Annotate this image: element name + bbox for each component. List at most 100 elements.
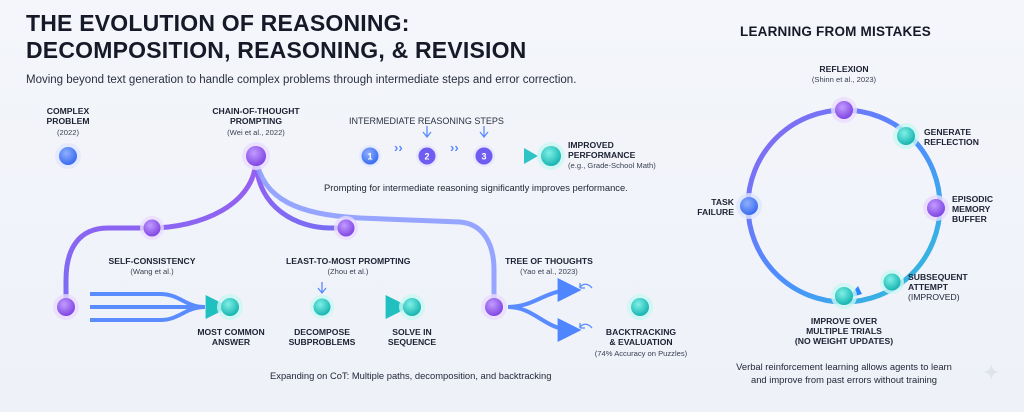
cot-line-1: CHAIN-OF-THOUGHT [212, 106, 300, 116]
reflexion-cite: (Shinn et al., 2023) [811, 75, 877, 84]
node-step-2: 2 [416, 145, 438, 167]
cot-cite: (Wei et al., 2022) [227, 128, 285, 137]
most-common-line-1: MOST COMMON [197, 327, 265, 337]
chevron-icon: ›› [394, 140, 403, 155]
cot-label: CHAIN-OF-THOUGHT PROMPTING [206, 106, 306, 126]
improve-line-3: (NO WEIGHT UPDATES) [794, 336, 894, 346]
node-step-1: 1 [359, 145, 381, 167]
node-task-failure [736, 193, 762, 219]
most-common-label: MOST COMMON ANSWER [186, 327, 276, 347]
title-line-1: THE EVOLUTION OF REASONING: [26, 10, 410, 36]
complex-problem-cite: (2022) [57, 128, 79, 137]
subsequent-line-3: (IMPROVED) [908, 292, 960, 302]
tot-lower-branch [507, 305, 582, 342]
node-subsequent-attempt [880, 270, 904, 294]
node-backtracking [627, 294, 653, 320]
step-1-number: 1 [367, 152, 372, 162]
backtracking-cite: (74% Accuracy on Puzzles) [594, 349, 688, 358]
down-arrow-icon [479, 126, 489, 139]
node-most-common-answer [217, 294, 243, 320]
node-self-consistency-start [53, 294, 79, 320]
self-consistency-cite: (Wang et al.) [130, 267, 174, 276]
node-least-to-most [334, 216, 358, 240]
solve-label: SOLVE IN SEQUENCE [376, 327, 448, 347]
backtracking-line-1: BACKTRACKING [605, 327, 677, 337]
backtracking-line-2: & EVALUATION [609, 337, 673, 347]
down-arrow-icon [317, 282, 327, 295]
chevron-icon: ›› [450, 140, 459, 155]
subsequent-line-1: SUBSEQUENT [908, 272, 968, 282]
branch-to-least-to-most [253, 155, 349, 231]
node-chain-of-thought [242, 142, 270, 170]
generate-line-1: GENERATE [924, 127, 972, 137]
node-complex-problem [55, 143, 81, 169]
episodic-line-3: BUFFER [952, 214, 987, 224]
branch-to-tree-of-thoughts [253, 155, 497, 308]
node-self-consistency [140, 216, 164, 240]
improve-line-1: IMPROVE OVER [810, 316, 878, 326]
page-title: THE EVOLUTION OF REASONING: DECOMPOSITIO… [26, 10, 526, 64]
complex-problem-label: COMPLEX PROBLEM [40, 106, 96, 126]
subsequent-attempt-label: SUBSEQUENT ATTEMPT (IMPROVED) [908, 272, 968, 302]
complex-problem-line-1: COMPLEX [46, 106, 90, 116]
fan-line [90, 305, 206, 322]
title-line-2: DECOMPOSITION, REASONING, & REVISION [26, 37, 527, 63]
improved-line-1: IMPROVED [568, 140, 614, 150]
episodic-line-1: EPISODIC [952, 194, 994, 204]
main-pipeline-arrowhead [524, 148, 538, 164]
node-step-3: 3 [473, 145, 495, 167]
learning-note-line-1: Verbal reinforcement learning allows age… [736, 361, 952, 372]
improved-cite: (e.g., Grade-School Math) [568, 161, 656, 170]
node-improve-over-trials [831, 283, 857, 309]
decompose-line-1: DECOMPOSE [294, 327, 350, 337]
undo-icon [579, 323, 593, 329]
node-tree-of-thoughts [481, 294, 507, 320]
episodic-memory-label: EPISODIC MEMORY BUFFER [952, 194, 993, 224]
improve-over-trials-label: IMPROVE OVER MULTIPLE TRIALS (NO WEIGHT … [784, 316, 904, 346]
decompose-label: DECOMPOSE SUBPROBLEMS [282, 327, 362, 347]
improved-line-2: PERFORMANCE [568, 150, 636, 160]
learning-heading: LEARNING FROM MISTAKES [740, 24, 931, 39]
solve-line-2: SEQUENCE [387, 337, 437, 347]
solve-line-1: SOLVE IN [392, 327, 432, 337]
node-generate-reflection [893, 123, 919, 149]
sparkle-icon: ✦ [982, 360, 1001, 385]
task-failure-line-1: TASK [711, 197, 734, 207]
learning-note-line-2: and improve from past errors without tra… [750, 374, 938, 385]
decompose-line-2: SUBPROBLEMS [288, 337, 356, 347]
node-reflexion [831, 97, 857, 123]
reflexion-label: REFLEXION [819, 64, 869, 74]
pipeline-note: Prompting for intermediate reasoning sig… [324, 182, 628, 193]
tree-of-thoughts-cite: (Yao et al., 2023) [520, 267, 578, 276]
complex-problem-line-2: PROBLEM [46, 116, 90, 126]
step-2-number: 2 [424, 152, 429, 162]
branches-note: Expanding on CoT: Multiple paths, decomp… [270, 370, 552, 381]
least-to-most-cite: (Zhou et al.) [327, 267, 369, 276]
least-to-most-label: LEAST-TO-MOST PROMPTING [286, 256, 411, 266]
improved-performance-label: IMPROVED PERFORMANCE [568, 140, 635, 160]
steps-label: INTERMEDIATE REASONING STEPS [349, 116, 504, 126]
generate-reflection-label: GENERATE REFLECTION [924, 127, 979, 147]
node-solve-in-sequence [399, 294, 425, 320]
generate-line-2: REFLECTION [924, 137, 979, 147]
page-subtitle: Moving beyond text generation to handle … [26, 74, 577, 86]
node-decompose [310, 295, 334, 319]
tree-of-thoughts-label: TREE OF THOUGHTS [505, 256, 593, 266]
self-consistency-label: SELF-CONSISTENCY [108, 256, 196, 266]
node-improved-performance [537, 142, 565, 170]
step-3-number: 3 [481, 152, 486, 162]
most-common-line-2: ANSWER [211, 337, 251, 347]
cot-line-2: PROMPTING [229, 116, 283, 126]
learning-note: Verbal reinforcement learning allows age… [732, 360, 956, 386]
improve-line-2: MULTIPLE TRIALS [806, 326, 882, 336]
undo-icon [579, 283, 593, 289]
episodic-line-2: MEMORY [952, 204, 991, 214]
down-arrow-icon [422, 126, 432, 139]
tot-upper-branch [507, 278, 582, 309]
subsequent-line-2: ATTEMPT [908, 282, 948, 292]
task-failure-label: TASK FAILURE [690, 197, 734, 217]
node-episodic-memory [923, 195, 949, 221]
backtracking-label: BACKTRACKING & EVALUATION [596, 327, 686, 347]
task-failure-line-2: FAILURE [697, 207, 734, 217]
